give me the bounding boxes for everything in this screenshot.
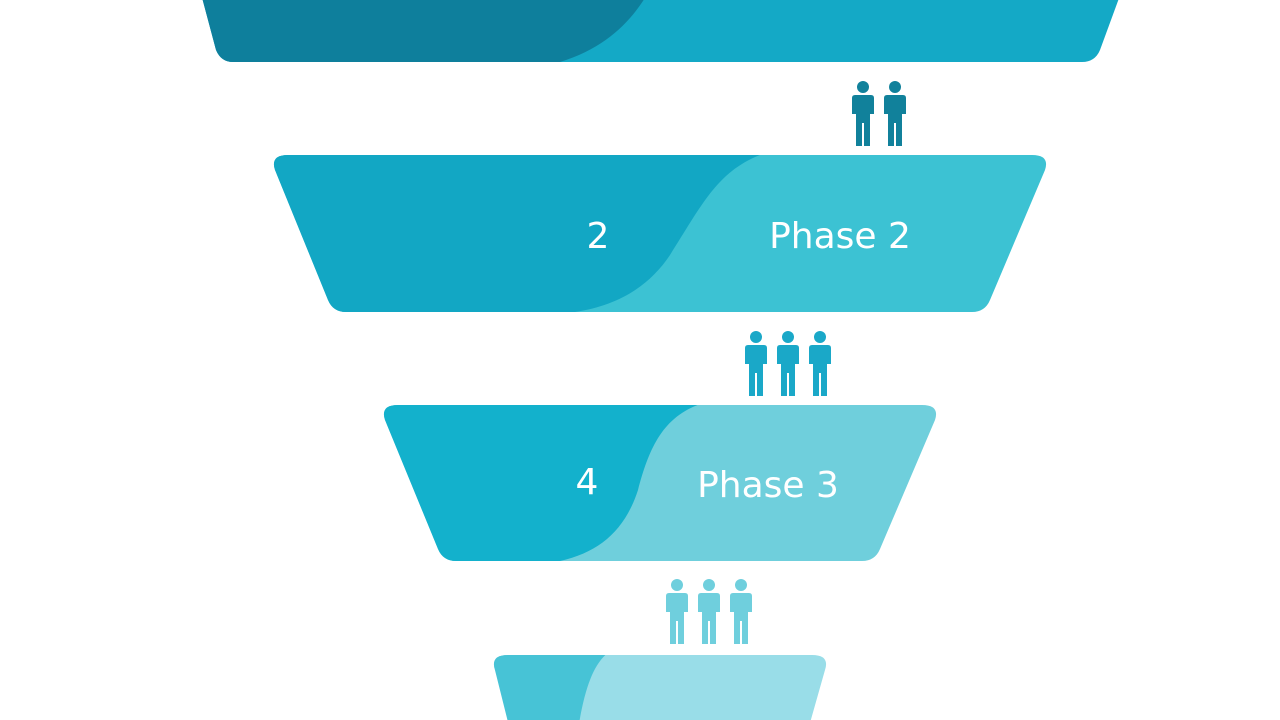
funnel-stage-4 — [493, 655, 827, 720]
stage-1-dark-region — [200, 0, 655, 62]
stage-2-label: Phase 2 — [769, 216, 911, 257]
stage-2-number: 2 — [587, 216, 610, 257]
person-icon — [730, 579, 752, 644]
stage-3-label: Phase 3 — [697, 465, 839, 506]
person-icon — [852, 81, 874, 146]
person-icon — [777, 331, 799, 396]
funnel-stage-1 — [200, 0, 1122, 62]
funnel-stage-3: 4 Phase 3 — [383, 405, 937, 561]
person-icon — [666, 579, 688, 644]
stage-2-dark-region — [273, 155, 775, 312]
people-icon-group-3 — [666, 579, 752, 644]
person-icon — [745, 331, 767, 396]
people-icon-group-2 — [745, 331, 831, 396]
person-icon — [884, 81, 906, 146]
stage-3-dark-region — [383, 405, 715, 561]
person-icon — [809, 331, 831, 396]
people-icon-group-1 — [852, 81, 906, 146]
funnel-stage-2: 2 Phase 2 — [273, 155, 1047, 312]
stage-3-number: 4 — [576, 462, 599, 503]
person-icon — [698, 579, 720, 644]
stage-4-dark-region — [493, 655, 612, 720]
